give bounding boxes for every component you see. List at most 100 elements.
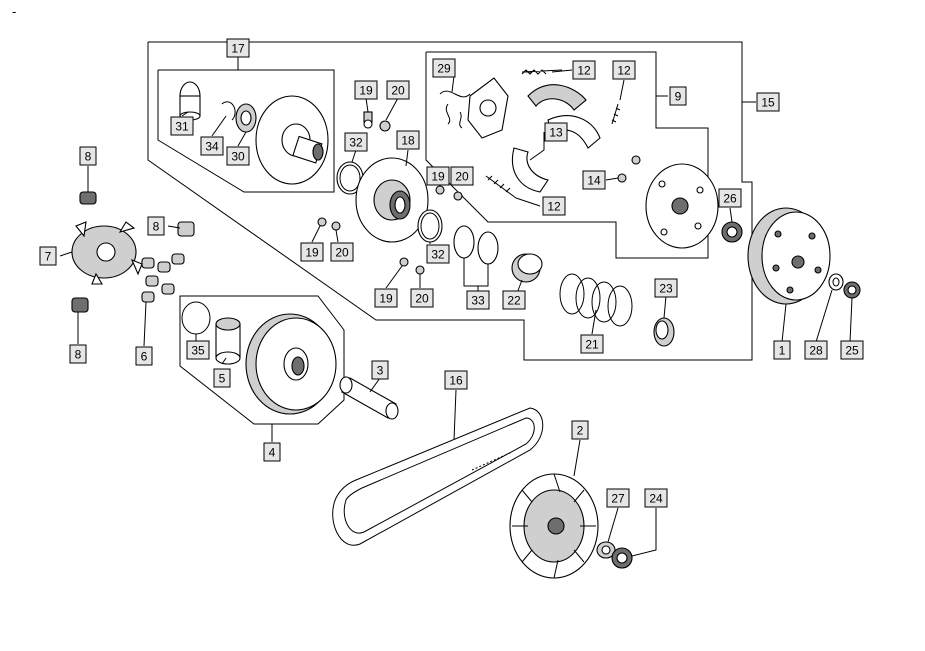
callout-c34: 34 — [200, 136, 224, 156]
callout-c33: 33 — [466, 290, 490, 310]
part-clip-34 — [221, 101, 236, 121]
callout-box — [186, 340, 210, 360]
callout-number: 20 — [455, 170, 469, 184]
callout-box — [426, 166, 450, 186]
outline-17 — [157, 69, 335, 193]
callout-number: 14 — [587, 174, 601, 188]
callout-number: 34 — [205, 140, 219, 154]
part-backing-plate — [467, 77, 509, 139]
callout-c32b: 32 — [426, 244, 450, 264]
callout-number: 6 — [141, 350, 148, 364]
callout-c31: 31 — [170, 116, 194, 136]
callout-c20b: 20 — [450, 166, 474, 186]
callout-box — [330, 242, 354, 262]
callout-box — [410, 288, 434, 308]
callout-box — [544, 122, 568, 142]
part-clip-35 — [181, 301, 211, 335]
callout-number: 19 — [359, 84, 373, 98]
callout-box — [263, 442, 281, 462]
callout-c32a: 32 — [344, 132, 368, 152]
callout-box — [606, 488, 630, 508]
callout-box — [444, 370, 468, 390]
callout-number: 35 — [191, 344, 205, 358]
callout-number: 19 — [431, 170, 445, 184]
part-clutch-bell-1 — [747, 207, 831, 305]
part-nut-25 — [843, 281, 861, 299]
callout-number: 29 — [437, 62, 451, 76]
callout-c8c: 8 — [69, 344, 87, 364]
part-ring-32b — [417, 209, 443, 243]
callout-c14: 14 — [582, 170, 606, 190]
callout-number: 8 — [153, 220, 160, 234]
callout-box — [396, 130, 420, 150]
part-nut-20a — [379, 120, 391, 132]
callout-number: 13 — [549, 126, 563, 140]
part-nut-20b — [453, 191, 463, 201]
callout-box — [669, 86, 687, 106]
part-spring-21 — [559, 273, 633, 327]
callout-c6: 6 — [135, 346, 153, 366]
part-spring-29 — [439, 90, 471, 129]
assembly-outlines — [147, 41, 753, 425]
callout-box — [371, 360, 389, 380]
callout-number: 32 — [431, 248, 445, 262]
callout-box — [773, 340, 791, 360]
part-bolt-19c — [317, 217, 327, 227]
part-clutch-shoe-13b — [512, 147, 549, 193]
part-ramp-plate-7 — [71, 221, 143, 285]
part-slider-8c — [71, 297, 89, 313]
callout-number: 20 — [335, 246, 349, 260]
callout-box — [840, 340, 864, 360]
callout-box — [135, 346, 153, 366]
part-bolt-19a — [363, 111, 373, 129]
part-bush-5 — [215, 317, 241, 365]
callout-box — [344, 132, 368, 152]
callout-c12a: 12 — [572, 60, 596, 80]
callout-c35: 35 — [186, 340, 210, 360]
callout-box — [213, 368, 231, 388]
callout-c29: 29 — [432, 58, 456, 78]
callout-number: 26 — [723, 192, 737, 206]
part-rollers-6 — [141, 253, 185, 303]
callout-number: 21 — [585, 338, 599, 352]
part-nut-20c — [331, 221, 341, 231]
callout-c13: 13 — [544, 122, 568, 142]
part-drive-face — [245, 313, 337, 415]
callout-number: 9 — [675, 90, 682, 104]
part-slider-8b — [177, 221, 195, 237]
callout-box — [571, 420, 589, 440]
outline-9 — [425, 51, 709, 259]
corner-mark: - — [12, 4, 17, 19]
callout-box — [804, 340, 828, 360]
part-spring-12c — [485, 175, 517, 199]
callout-c8b: 8 — [147, 216, 165, 236]
callout-number: 17 — [231, 42, 245, 56]
callout-c19d: 19 — [374, 288, 398, 308]
callout-c26: 26 — [718, 188, 742, 208]
callout-c20d: 20 — [410, 288, 434, 308]
callout-number: 2 — [577, 424, 584, 438]
part-washer-27 — [596, 541, 616, 559]
callout-number: 12 — [547, 200, 561, 214]
callout-c20a: 20 — [386, 80, 410, 100]
callout-c7: 7 — [39, 246, 57, 266]
callout-number: 28 — [809, 344, 823, 358]
part-nut-20d — [415, 265, 425, 275]
callout-number: 25 — [845, 344, 859, 358]
callout-number: 4 — [269, 446, 276, 460]
callout-c19b: 19 — [426, 166, 450, 186]
callout-box — [466, 290, 490, 310]
callout-box — [226, 38, 250, 58]
callout-number: 8 — [75, 348, 82, 362]
callout-box — [39, 246, 57, 266]
callout-box — [79, 146, 97, 166]
callout-box — [170, 116, 194, 136]
callout-c5: 5 — [213, 368, 231, 388]
callout-box — [69, 344, 87, 364]
callout-box — [200, 136, 224, 156]
callout-box — [654, 278, 678, 298]
callout-number: 19 — [305, 246, 319, 260]
part-oring-33a — [453, 225, 475, 259]
